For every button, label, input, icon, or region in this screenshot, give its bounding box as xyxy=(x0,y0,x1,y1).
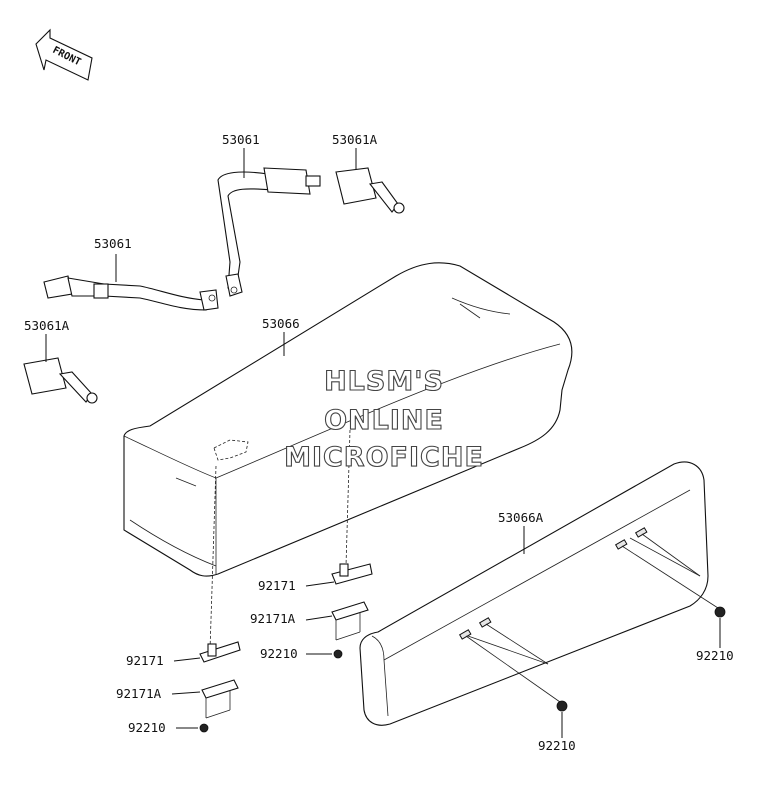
callout-53061-left: 53061 xyxy=(94,236,132,251)
bracket-low xyxy=(199,641,241,663)
plate-low xyxy=(201,679,239,699)
buckle-left xyxy=(23,357,98,404)
callout-53061-top: 53061 xyxy=(222,132,260,147)
callout-92171-low: 92171 xyxy=(126,653,164,668)
seat-belt-upper xyxy=(217,167,321,297)
callout-53061a-left: 53061A xyxy=(24,318,70,333)
callout-53061a-top: 53061A xyxy=(332,132,378,147)
nut-right xyxy=(714,606,726,618)
callout-92210-mid: 92210 xyxy=(260,646,298,661)
backrest-studs xyxy=(458,527,648,640)
callout-92210-low: 92210 xyxy=(128,720,166,735)
backrest xyxy=(359,461,709,726)
callout-92171a-mid: 92171A xyxy=(250,611,296,626)
watermark-line1: HLSM'S xyxy=(324,366,444,397)
buckle-upper xyxy=(335,167,405,214)
watermark: HLSM'S ONLINE MICROFICHE xyxy=(284,365,484,473)
bracket-mid xyxy=(331,563,373,585)
callout-92210-bottom: 92210 xyxy=(538,738,576,753)
callout-92210-right: 92210 xyxy=(696,648,734,663)
callout-53066: 53066 xyxy=(262,316,300,331)
seat-belt-left xyxy=(43,275,219,311)
watermark-line3: MICROFICHE xyxy=(284,442,484,473)
callout-92171a-low: 92171A xyxy=(116,686,162,701)
callout-53066a: 53066A xyxy=(498,510,544,525)
watermark-line2: ONLINE xyxy=(324,405,444,436)
seat-cushion xyxy=(123,262,573,577)
callout-92171-mid: 92171 xyxy=(258,578,296,593)
nut-mid xyxy=(333,649,343,659)
nut-low xyxy=(199,723,209,733)
nut-bottom xyxy=(556,700,568,712)
plate-mid xyxy=(331,601,369,621)
front-arrow-icon: FRONT xyxy=(35,28,93,81)
